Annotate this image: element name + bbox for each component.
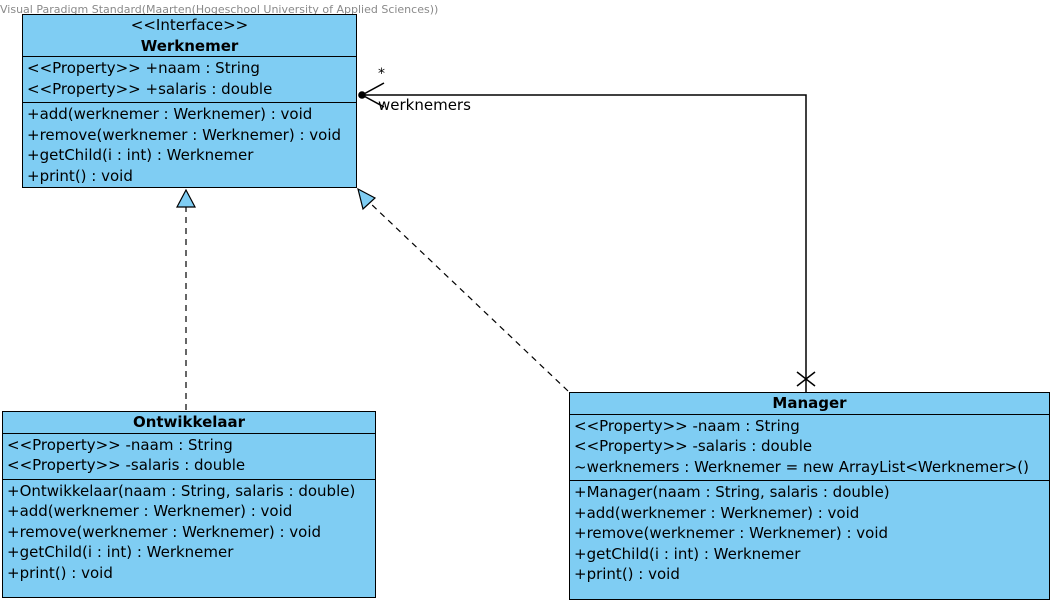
operation: +add(werknemer : Werknemer) : void	[7, 502, 293, 520]
operation: +getChild(i : int) : Werknemer	[27, 146, 254, 164]
operation: +remove(werknemer : Werknemer) : void	[27, 125, 342, 144]
class-manager-header: Manager	[570, 393, 1049, 415]
attribute: <<Property>> -naam : String	[574, 416, 800, 435]
class-ontwikkelaar[interactable]: Ontwikkelaar <<Property>> -naam : String…	[2, 411, 376, 598]
association-end-arrow-2	[361, 94, 385, 108]
class-manager[interactable]: Manager <<Property>> -naam : String <<Pr…	[569, 392, 1050, 600]
class-werknemer-header: <<Interface>> Werknemer	[23, 15, 356, 57]
operation: +getChild(i : int) : Werknemer	[574, 544, 801, 563]
operation: +getChild(i : int) : Werknemer	[7, 543, 234, 561]
attribute: <<Property>> -naam : String	[7, 435, 233, 454]
realization-manager-arrowhead	[357, 187, 377, 211]
operation: +remove(werknemer : Werknemer) : void	[7, 522, 322, 541]
association-x-mark-2	[796, 371, 816, 387]
attribute: <<Property>> +salaris : double	[27, 79, 273, 98]
class-werknemer-name: Werknemer	[140, 36, 239, 55]
class-werknemer-operations: +add(werknemer : Werknemer) : void +remo…	[23, 102, 356, 189]
attribute: ~werknemers : Werknemer = new ArrayList<…	[574, 457, 1029, 476]
class-werknemer[interactable]: <<Interface>> Werknemer <<Property>> +na…	[22, 14, 357, 188]
realization-manager-line	[369, 202, 569, 392]
class-werknemer-stereotype: <<Interface>>	[130, 16, 249, 34]
operation: +print() : void	[7, 563, 113, 582]
class-ontwikkelaar-name: Ontwikkelaar	[132, 413, 246, 431]
association-multiplicity: *	[378, 66, 385, 82]
attribute: <<Property>> +naam : String	[27, 59, 260, 77]
class-werknemer-attributes: <<Property>> +naam : String <<Property>>…	[23, 57, 356, 102]
class-manager-name: Manager	[772, 394, 847, 412]
class-ontwikkelaar-header: Ontwikkelaar	[3, 412, 375, 434]
association-role-label: werknemers	[378, 96, 471, 114]
association-line	[362, 94, 807, 392]
operation: +Ontwikkelaar(naam : String, salaris : d…	[7, 481, 356, 500]
operation: +add(werknemer : Werknemer) : void	[27, 105, 313, 123]
class-manager-attributes: <<Property>> -naam : String <<Property>>…	[570, 415, 1049, 481]
realization-ontwikkelaar-arrowhead	[176, 188, 196, 208]
operation: +print() : void	[27, 166, 133, 185]
attribute: <<Property>> -salaris : double	[574, 437, 813, 455]
class-ontwikkelaar-attributes: <<Property>> -naam : String <<Property>>…	[3, 434, 375, 479]
class-manager-operations: +Manager(naam : String, salaris : double…	[570, 480, 1049, 588]
class-ontwikkelaar-operations: +Ontwikkelaar(naam : String, salaris : d…	[3, 478, 375, 587]
operation: +add(werknemer : Werknemer) : void	[574, 503, 860, 522]
operation: +Manager(naam : String, salaris : double…	[574, 483, 890, 501]
association-end-arrow-1	[361, 82, 385, 96]
watermark: Visual Paradigm Standard(Maarten(Hogesch…	[0, 3, 439, 16]
operation: +remove(werknemer : Werknemer) : void	[574, 524, 889, 542]
attribute: <<Property>> -salaris : double	[7, 456, 246, 474]
operation: +print() : void	[574, 565, 680, 583]
